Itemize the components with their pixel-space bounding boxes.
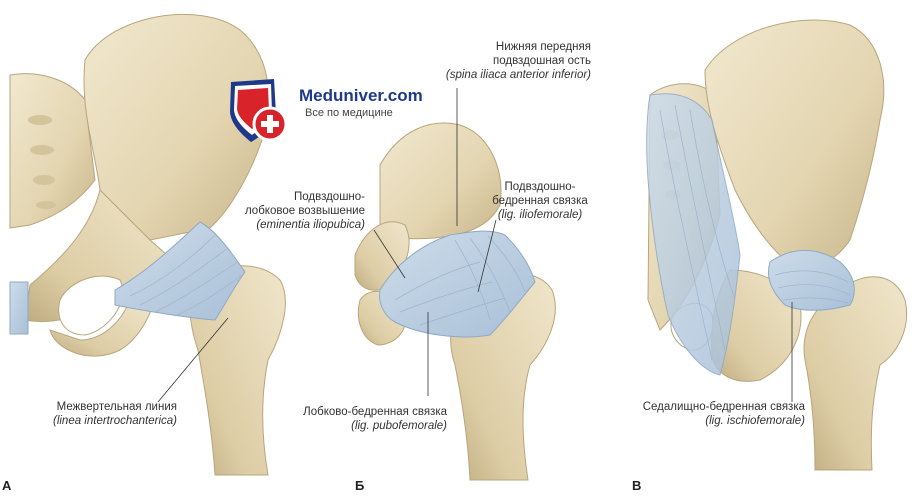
ligament-fibers-b <box>394 235 526 326</box>
label-ru: подвздошная ость <box>493 55 591 67</box>
label-la: (lig. ischiofemorale) <box>705 415 805 427</box>
ischiofemoral-fibers-c <box>774 270 851 304</box>
label-la: (eminentia iliopubica) <box>256 219 365 231</box>
label-iliopubic-eminence: Подвздошно- лобковое возвышение (eminent… <box>245 190 365 232</box>
capsule-ligament-b <box>379 230 536 338</box>
leader-iliofemoral <box>477 219 497 293</box>
label-ru: бедренная связка <box>492 195 588 207</box>
leader-intertrochanteric <box>157 317 229 403</box>
femur-c <box>803 276 907 471</box>
label-ru: Седалищно-бедренная связка <box>642 401 805 413</box>
panel-letter-c: В <box>632 478 642 493</box>
label-iliofemoral-ligament: Подвздошно- бедренная связка (lig. iliof… <box>484 180 596 222</box>
panel-letter-b: Б <box>355 478 365 493</box>
leader-eminence <box>373 229 406 279</box>
label-ru: Подвздошно- <box>293 191 365 203</box>
label-anterior-inferior-iliac-spine: Нижняя передняя подвздошная ость (spina … <box>446 40 591 82</box>
logo-name[interactable]: Meduniver.com <box>299 86 423 105</box>
label-la: (lig. iliofemorale) <box>497 209 583 221</box>
label-ru: лобковое возвышение <box>244 205 365 217</box>
ischium-a <box>49 299 156 357</box>
ligament-fibers-a <box>129 234 243 317</box>
label-intertrochanteric-line: Межвертельная линия (linea intertrochant… <box>53 400 177 428</box>
sacral-ligament-fibers-c <box>659 104 736 361</box>
panel-b-drawing <box>354 88 556 481</box>
ilium-b <box>379 122 502 240</box>
label-ischiofemoral-ligament: Седалищно-бедренная связка (lig. ischiof… <box>643 400 805 428</box>
label-ru: Нижняя передняя <box>495 41 591 53</box>
panel-a-drawing <box>9 13 286 476</box>
label-ru: Лобково-бедренная связка <box>303 406 447 418</box>
label-la: (linea intertrochanterica) <box>52 415 177 427</box>
panel-letter-a: А <box>2 478 12 493</box>
panel-c-drawing <box>646 19 907 471</box>
label-la: (lig. pubofemorale) <box>351 420 447 432</box>
sacral-foramina-a <box>28 115 56 209</box>
logo-tagline: Все по медицине <box>305 107 393 119</box>
ilium-c <box>704 19 885 269</box>
label-la: (spina iliaca anterior inferior) <box>445 69 591 81</box>
shield-cross-icon <box>230 79 288 142</box>
symphysis-a <box>9 281 29 335</box>
ischiofemoral-ligament-c <box>767 249 855 311</box>
obturator-foramen-a <box>58 275 124 336</box>
meduniver-logo: Meduniver.com Все по медицине <box>226 74 446 144</box>
ilium-a <box>83 13 270 241</box>
label-pubofemoral-ligament: Лобково-бедренная связка (lig. pubofemor… <box>303 405 447 433</box>
label-ru: Подвздошно- <box>504 181 576 193</box>
label-ru: Межвертельная линия <box>56 401 177 413</box>
